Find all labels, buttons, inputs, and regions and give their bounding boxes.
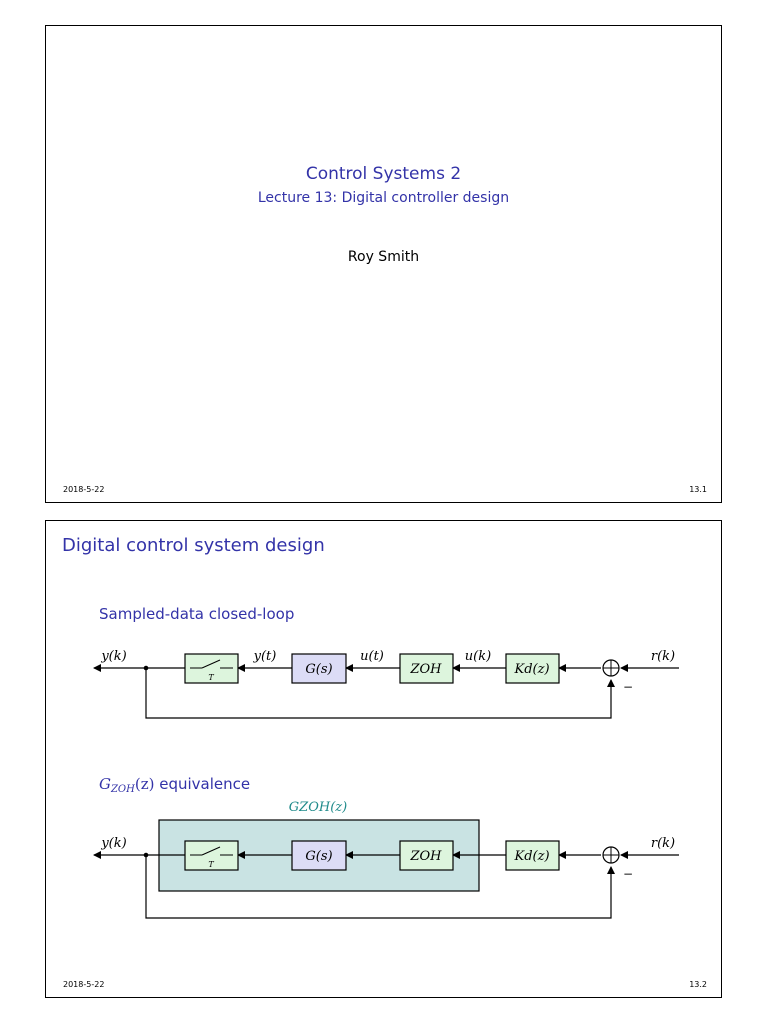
gzoh-group-label: GZOH(z) <box>289 800 347 815</box>
controller-block <box>505 653 560 684</box>
author-name: Roy Smith <box>347 249 420 265</box>
rk-label: r(k) <box>651 649 675 664</box>
rk-label: r(k) <box>651 836 675 851</box>
plant-block <box>291 840 347 871</box>
zoh-block <box>399 653 454 684</box>
sampler-period-label: T <box>208 860 214 869</box>
equivalence-text: equivalence <box>159 775 251 793</box>
yk-label: y(k) <box>100 836 126 851</box>
lecture-subtitle: Lecture 13: Digital controller design <box>257 190 510 206</box>
slide-date: 2018-5-22 <box>63 485 105 494</box>
summing-junction <box>602 846 620 864</box>
feedback-path <box>145 855 615 919</box>
slide-1: Control Systems 2 Lecture 13: Digital co… <box>45 25 722 503</box>
summing-junction <box>602 659 620 677</box>
yt-label: y(t) <box>253 649 277 664</box>
gzoh-subscript: ZOH <box>110 784 135 795</box>
ut-label: u(t) <box>360 649 384 664</box>
sampler-period-label: T <box>208 673 214 682</box>
yk-label: y(k) <box>100 649 126 664</box>
slide-title: Digital control system design <box>62 535 325 556</box>
gzoh-argument: (z) <box>134 775 155 793</box>
controller-label: Kd(z) <box>513 662 549 677</box>
slide-2: Digital control system design Sampled-da… <box>45 520 722 998</box>
slide-date: 2018-5-22 <box>63 980 105 989</box>
zoh-label: ZOH <box>409 849 442 864</box>
section-heading-gzoh-equivalence: GZOH(z) equivalence <box>99 775 251 795</box>
slide-number: 13.2 <box>689 980 707 989</box>
block-diagrams: T G(s) ZOH Kd(z) − y(k) y(t) u(t) u(k) r… <box>93 649 679 919</box>
plant-block <box>291 653 347 684</box>
zoh-block <box>399 840 454 871</box>
minus-sign: − <box>623 867 633 881</box>
minus-sign: − <box>623 680 633 694</box>
branch-point <box>143 665 149 671</box>
plant-label: G(s) <box>305 849 332 864</box>
lecture-course-title: Control Systems 2 <box>305 164 462 184</box>
gzoh-equivalence-diagram: GZOH(z) T G(s) ZOH Kd(z) <box>93 800 679 919</box>
sampled-data-closed-loop-diagram: T G(s) ZOH Kd(z) − y(k) y(t) u(t) u(k) r… <box>93 649 679 719</box>
gzoh-symbol: G <box>99 775 111 793</box>
uk-label: u(k) <box>465 649 491 664</box>
zoh-label: ZOH <box>409 662 442 677</box>
plant-label: G(s) <box>305 662 332 677</box>
branch-point <box>143 852 149 858</box>
switch-icon <box>190 659 233 669</box>
feedback-path <box>145 668 615 719</box>
controller-label: Kd(z) <box>513 849 549 864</box>
slide-number: 13.1 <box>689 485 707 494</box>
controller-block <box>505 840 560 871</box>
section-heading-sampled-data: Sampled-data closed-loop <box>99 605 295 623</box>
switch-icon <box>190 846 233 856</box>
